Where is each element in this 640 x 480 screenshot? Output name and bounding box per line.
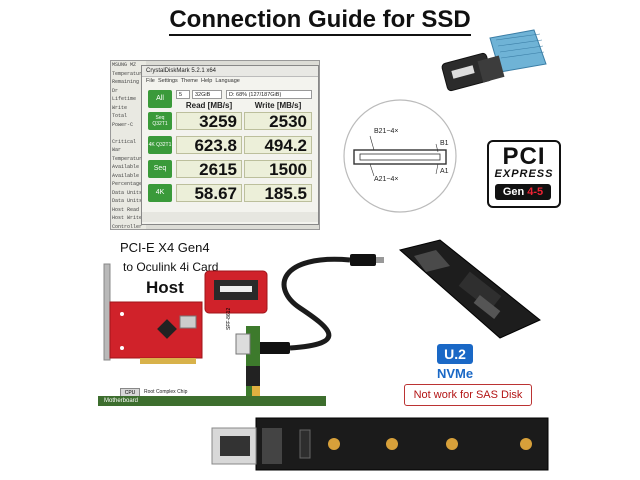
menu-language[interactable]: Language bbox=[215, 78, 240, 84]
test-4k-q32t1-button[interactable]: 4K Q32T1 bbox=[148, 136, 172, 154]
m2-adapter-board-image bbox=[211, 417, 549, 471]
smart-info-line: Host Write bbox=[112, 215, 143, 221]
read-header: Read [MB/s] bbox=[185, 101, 233, 110]
smart-info-line: Data Units bbox=[112, 198, 143, 204]
pci-express-logo: PCI EXPRESS Gen 4-5 bbox=[487, 140, 561, 208]
runs-select[interactable]: 5 bbox=[176, 90, 190, 99]
all-button[interactable]: All bbox=[148, 90, 172, 108]
test-4k-button[interactable]: 4K bbox=[148, 184, 172, 202]
cdm-menu-bar: File Settings Theme Help Language bbox=[142, 77, 318, 86]
read-value: 623.8 bbox=[176, 136, 242, 155]
smart-info-line: Available S bbox=[112, 164, 146, 170]
smart-info-line: Available S bbox=[112, 172, 146, 179]
size-select[interactable]: 32GiB bbox=[192, 90, 222, 99]
write-value: 2530 bbox=[244, 112, 312, 131]
oculink-port-zoom bbox=[204, 270, 268, 314]
smart-info-line: Total Power-C bbox=[112, 113, 134, 128]
sas-warning: Not work for SAS Disk bbox=[404, 384, 532, 406]
smart-info-line: Data Units bbox=[112, 189, 143, 196]
motherboard-bar: Motherboard bbox=[98, 396, 326, 406]
menu-file[interactable]: File bbox=[146, 78, 155, 84]
menu-theme[interactable]: Theme bbox=[180, 78, 198, 84]
u2-adapter-enclosure-image bbox=[398, 239, 541, 339]
smart-info-line: Controller bbox=[112, 223, 143, 230]
smart-info-line: Remaining Dr bbox=[112, 79, 140, 94]
oculink-connector-image bbox=[441, 29, 547, 92]
write-value: 1500 bbox=[244, 160, 312, 179]
page-title: Connection Guide for SSD bbox=[0, 6, 640, 36]
connector-slot-diagram bbox=[343, 99, 457, 213]
test-seq-q32t1-button[interactable]: Seq Q32T1 bbox=[148, 112, 172, 130]
label-b21: B21~4× bbox=[374, 128, 399, 135]
read-value: 58.67 bbox=[176, 184, 242, 203]
drive-select[interactable]: D: 68% (127/187GiB) bbox=[226, 90, 312, 99]
smart-info-line: Percentage bbox=[112, 181, 143, 187]
smart-info-line: Host Read bbox=[112, 206, 140, 213]
host-label: Host bbox=[146, 278, 184, 297]
smart-info-line: Temperature bbox=[112, 155, 146, 162]
sff-label: SFF-8612 bbox=[226, 307, 232, 330]
write-value: 185.5 bbox=[244, 184, 312, 203]
read-value: 3259 bbox=[176, 112, 242, 131]
menu-help[interactable]: Help bbox=[200, 78, 213, 84]
root-complex-chip-label: Root Complex Chip bbox=[144, 389, 188, 395]
host-card-subtitle: to Oculink 4i Card bbox=[123, 260, 219, 274]
pci-logo-express: EXPRESS bbox=[494, 168, 554, 180]
read-value: 2615 bbox=[176, 160, 242, 179]
label-a21: A21~4× bbox=[374, 176, 399, 183]
pci-logo-gen: Gen 4-5 bbox=[495, 184, 551, 200]
test-seq-button[interactable]: Seq bbox=[148, 160, 172, 178]
pci-logo-text: PCI bbox=[502, 143, 546, 170]
label-b1: B1 bbox=[440, 140, 449, 147]
cdm-window-title: CrystalDiskMark 5.2.1 x64 bbox=[142, 66, 318, 77]
host-pcie-card-image bbox=[103, 263, 203, 364]
oculink-cable-image bbox=[250, 254, 384, 354]
write-value: 494.2 bbox=[244, 136, 312, 155]
host-card-title: PCI-E X4 Gen4 bbox=[120, 240, 210, 255]
smart-info-line: MSUNG MZ bbox=[112, 62, 137, 68]
crystaldiskmark-window: CrystalDiskMark 5.2.1 x64 File Settings … bbox=[141, 65, 319, 225]
label-a1: A1 bbox=[440, 168, 449, 175]
riser-card-image bbox=[235, 326, 260, 400]
smart-info-line: Critical War bbox=[112, 138, 137, 154]
smart-info-line: Temperature bbox=[112, 70, 146, 77]
u2-badge: U.2 bbox=[437, 344, 473, 364]
write-header: Write [MB/s] bbox=[254, 101, 302, 110]
cdm-status-bar bbox=[142, 212, 318, 222]
nvme-label: NVMe bbox=[437, 366, 474, 381]
menu-settings[interactable]: Settings bbox=[157, 78, 178, 84]
smart-info-line: Lifetime Write bbox=[112, 96, 137, 111]
